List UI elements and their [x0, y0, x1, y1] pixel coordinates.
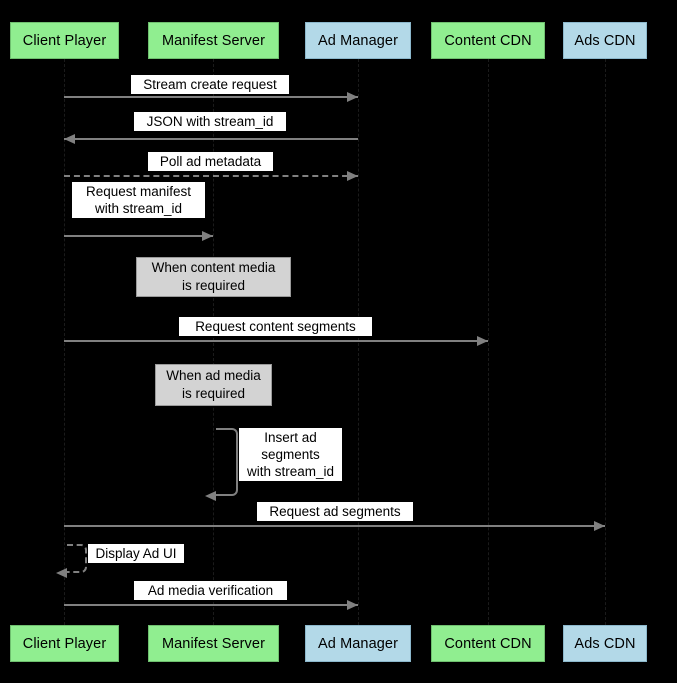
- message-line-m4: [64, 235, 213, 237]
- message-line-m1: [64, 96, 358, 98]
- header-participant-manifest-server[interactable]: Manifest Server: [148, 22, 279, 59]
- lifeline-content-cdn: [488, 59, 489, 625]
- note-n2: When ad media is required: [155, 364, 272, 406]
- arrow-head-m2: [64, 134, 75, 144]
- self-loop-loop-display-ad-ui: [67, 544, 87, 573]
- arrow-head-m1: [347, 92, 358, 102]
- message-label-m1: Stream create request: [131, 75, 289, 94]
- arrow-head-m7: [347, 600, 358, 610]
- arrow-head-m3: [347, 171, 358, 181]
- footer-participant-client-player[interactable]: Client Player: [10, 625, 119, 662]
- header-participant-content-cdn[interactable]: Content CDN: [431, 22, 545, 59]
- header-participant-ads-cdn[interactable]: Ads CDN: [563, 22, 647, 59]
- footer-participant-content-cdn[interactable]: Content CDN: [431, 625, 545, 662]
- lifeline-manifest-server: [213, 59, 214, 625]
- footer-participant-ads-cdn[interactable]: Ads CDN: [563, 625, 647, 662]
- footer-participant-ad-manager[interactable]: Ad Manager: [305, 625, 411, 662]
- arrow-head-loop-insert-ad: [205, 491, 216, 501]
- header-participant-client-player[interactable]: Client Player: [10, 22, 119, 59]
- lifeline-ads-cdn: [605, 59, 606, 625]
- arrow-head-loop-display-ad-ui: [56, 568, 67, 578]
- message-line-m3: [64, 175, 358, 177]
- message-label-m2: JSON with stream_id: [134, 112, 286, 131]
- message-label-m6: Request ad segments: [257, 502, 413, 521]
- message-line-m5: [64, 340, 488, 342]
- message-line-m2: [64, 138, 358, 140]
- header-participant-ad-manager[interactable]: Ad Manager: [305, 22, 411, 59]
- message-label-m4: Request manifest with stream_id: [72, 182, 205, 218]
- arrow-head-m4: [202, 231, 213, 241]
- arrow-head-m5: [477, 336, 488, 346]
- message-line-m6: [64, 525, 605, 527]
- footer-participant-manifest-server[interactable]: Manifest Server: [148, 625, 279, 662]
- message-label-m5: Request content segments: [179, 317, 372, 336]
- arrow-head-m6: [594, 521, 605, 531]
- message-label-m3: Poll ad metadata: [148, 152, 273, 171]
- self-loop-loop-insert-ad: [216, 428, 238, 496]
- lifeline-ad-manager: [358, 59, 359, 625]
- lifeline-client-player: [64, 59, 65, 625]
- note-n1: When content media is required: [136, 257, 291, 297]
- message-label-m7: Ad media verification: [134, 581, 287, 600]
- message-line-m7: [64, 604, 358, 606]
- self-loop-label-loop-insert-ad: Insert ad segments with stream_id: [239, 428, 342, 481]
- self-loop-label-loop-display-ad-ui: Display Ad UI: [88, 544, 184, 563]
